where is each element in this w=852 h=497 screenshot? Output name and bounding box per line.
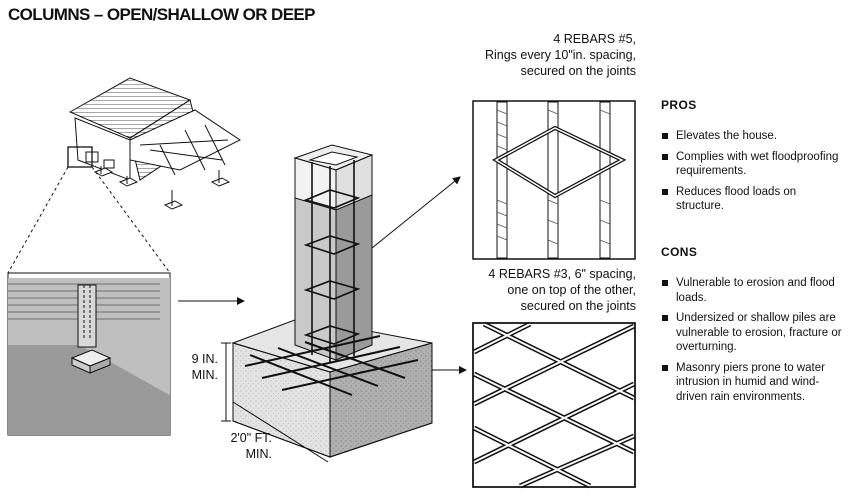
top-rebar-line-3: secured on the joints (520, 64, 636, 78)
callout-line-right (91, 166, 171, 274)
concrete-column (231, 144, 433, 458)
top-rebar-line-1: 4 REBARS #5, (553, 32, 636, 46)
width-dimension-label: 2'0" FT. MIN. (214, 430, 272, 462)
pros-list: Elevates the house. Complies with wet fl… (661, 129, 846, 220)
top-rebar-line-2: Rings every 10"in. spacing, (484, 48, 636, 62)
column-rebar-cage (303, 160, 361, 362)
rebar-detail-top (472, 100, 636, 260)
depth-dimension-label: 9 IN. MIN. (176, 351, 218, 383)
dimension-lines (221, 342, 329, 463)
depth-dim-line-1: 9 IN. (191, 352, 218, 366)
top-rebar-label: 4 REBARS #5, Rings every 10"in. spacing,… (440, 31, 636, 79)
pros-item: Reduces flood loads on structure. (661, 185, 846, 214)
cons-item: Masonry piers prone to water intrusion i… (661, 361, 846, 405)
bottom-rebar-label: 4 REBARS #3, 6" spacing, one on top of t… (436, 266, 636, 314)
rebar-detail-bottom (472, 321, 636, 489)
page-title: COLUMNS – OPEN/SHALLOW OR DEEP (8, 5, 316, 24)
pros-item: Complies with wet floodproofing requirem… (661, 150, 846, 179)
bottom-rebar-line-2: one on top of the other, (507, 283, 636, 297)
detail-inset (7, 272, 171, 436)
depth-dim-line-2: MIN. (191, 368, 218, 382)
footing-rebar-grid (244, 335, 419, 396)
cons-list: Vulnerable to erosion and flood loads. U… (661, 276, 846, 410)
callout-line-left (7, 166, 69, 274)
pros-item: Elevates the house. (661, 129, 846, 144)
bottom-rebar-line-1: 4 REBARS #3, 6" spacing, (488, 267, 636, 281)
bottom-rebar-line-3: secured on the joints (520, 299, 636, 313)
cons-heading: CONS (661, 245, 698, 259)
width-dim-line-2: MIN. (245, 447, 272, 461)
callout-box (67, 146, 93, 168)
house-illustration (68, 77, 241, 210)
arrow-to-top-detail (371, 176, 461, 249)
pros-heading: PROS (661, 98, 697, 112)
cons-item: Undersized or shallow piles are vulnerab… (661, 311, 846, 355)
cons-item: Vulnerable to erosion and flood loads. (661, 276, 846, 305)
width-dim-line-1: 2'0" FT. (230, 431, 272, 445)
